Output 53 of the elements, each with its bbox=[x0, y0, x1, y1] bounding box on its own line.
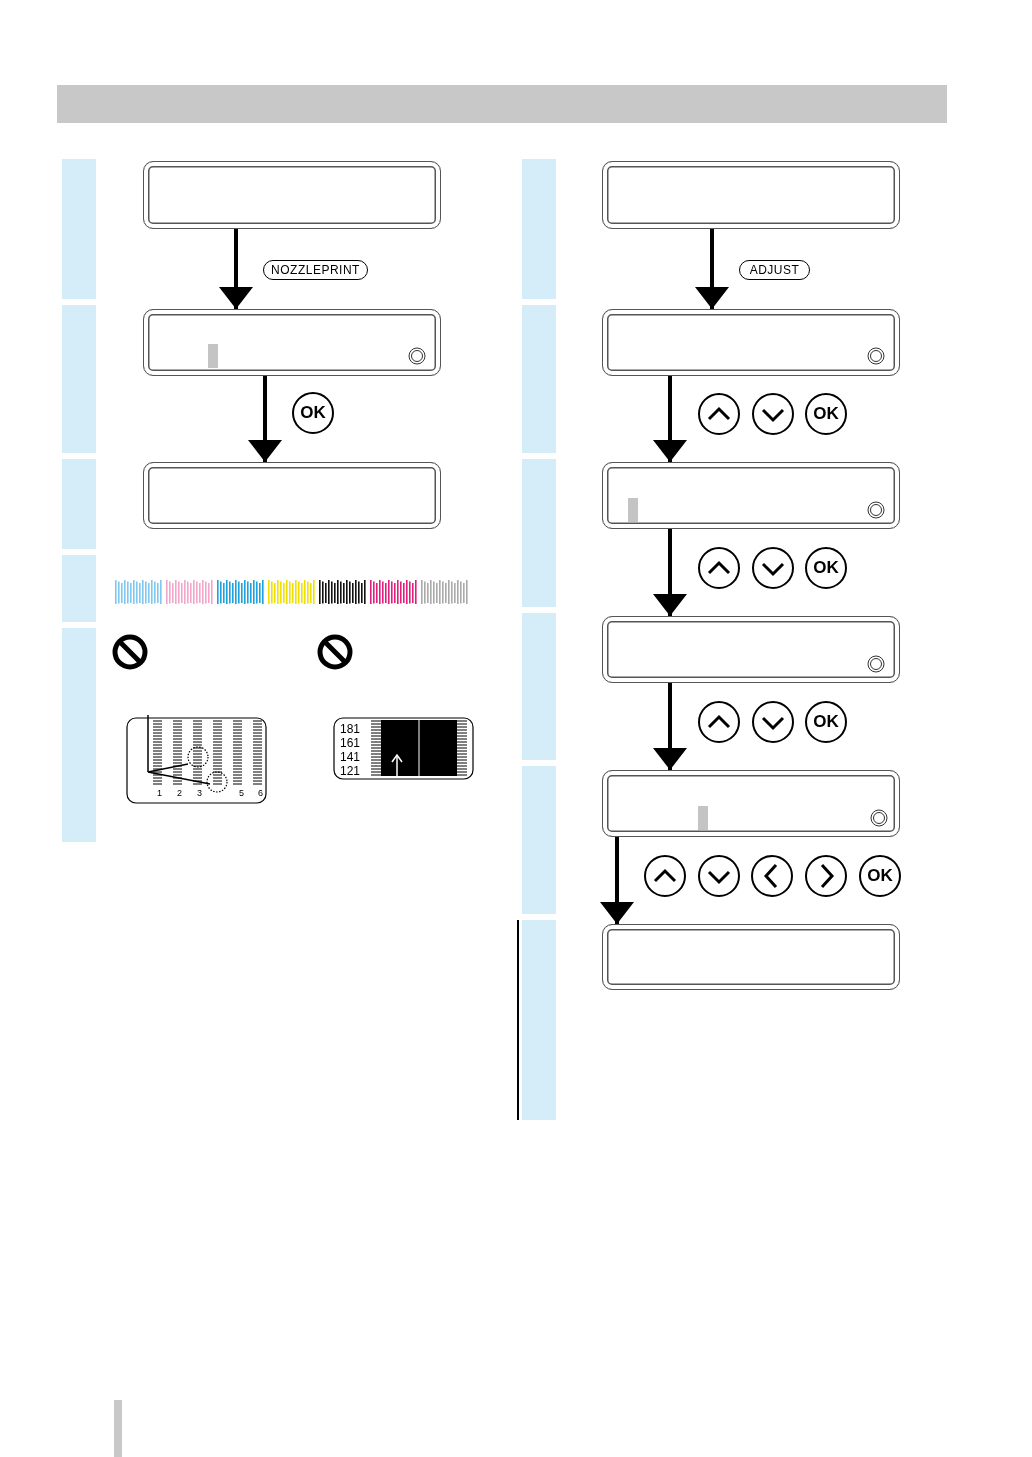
lcd-display bbox=[602, 309, 900, 376]
step-band bbox=[522, 613, 556, 760]
down-arrow bbox=[653, 683, 687, 770]
lcd-display bbox=[143, 309, 441, 376]
ok-key: OK bbox=[292, 392, 334, 434]
up-key-icon bbox=[698, 393, 740, 435]
lcd-display bbox=[602, 616, 900, 683]
up-key-icon bbox=[698, 547, 740, 589]
down-key-icon bbox=[698, 855, 740, 897]
step-band bbox=[522, 159, 556, 299]
down-arrow bbox=[248, 376, 282, 462]
scale-number: 141 bbox=[340, 751, 361, 763]
step-band bbox=[62, 628, 96, 842]
ok-key: OK bbox=[859, 855, 901, 897]
scale-number: 1 bbox=[157, 789, 162, 798]
scale-number: 161 bbox=[340, 737, 361, 749]
scale-number: 121 bbox=[340, 765, 361, 777]
step-band bbox=[522, 459, 556, 607]
step-band bbox=[62, 159, 96, 299]
lcd-display bbox=[602, 161, 900, 229]
right-key-icon bbox=[805, 855, 847, 897]
down-arrow bbox=[695, 229, 729, 309]
step-band bbox=[62, 555, 96, 622]
scale-number: 181 bbox=[340, 723, 361, 735]
down-arrow bbox=[653, 529, 687, 616]
down-arrow bbox=[600, 837, 634, 924]
lcd-display bbox=[602, 770, 900, 837]
ok-key: OK bbox=[805, 701, 847, 743]
scale-number: 5 bbox=[239, 789, 244, 798]
up-key-icon bbox=[698, 701, 740, 743]
step-band bbox=[522, 766, 556, 914]
step-band bbox=[62, 305, 96, 453]
down-arrow bbox=[219, 229, 253, 309]
lcd-display bbox=[602, 462, 900, 529]
lcd-display bbox=[143, 161, 441, 229]
left-key-icon bbox=[751, 855, 793, 897]
ok-key: OK bbox=[805, 393, 847, 435]
scale-number: 6 bbox=[258, 789, 263, 798]
down-key-icon bbox=[752, 701, 794, 743]
ok-key: OK bbox=[805, 547, 847, 589]
up-key-icon bbox=[644, 855, 686, 897]
step-band bbox=[62, 459, 96, 549]
lcd-display bbox=[602, 924, 900, 990]
key-label: NOZZLEPRINT bbox=[263, 260, 368, 280]
step-band bbox=[522, 305, 556, 453]
scale-number: 3 bbox=[197, 789, 202, 798]
down-arrow bbox=[653, 376, 687, 462]
step-band bbox=[522, 920, 556, 1120]
down-key-icon bbox=[752, 547, 794, 589]
key-label: ADJUST bbox=[739, 260, 810, 280]
lcd-display bbox=[143, 462, 441, 529]
scale-number: 2 bbox=[177, 789, 182, 798]
down-key-icon bbox=[752, 393, 794, 435]
